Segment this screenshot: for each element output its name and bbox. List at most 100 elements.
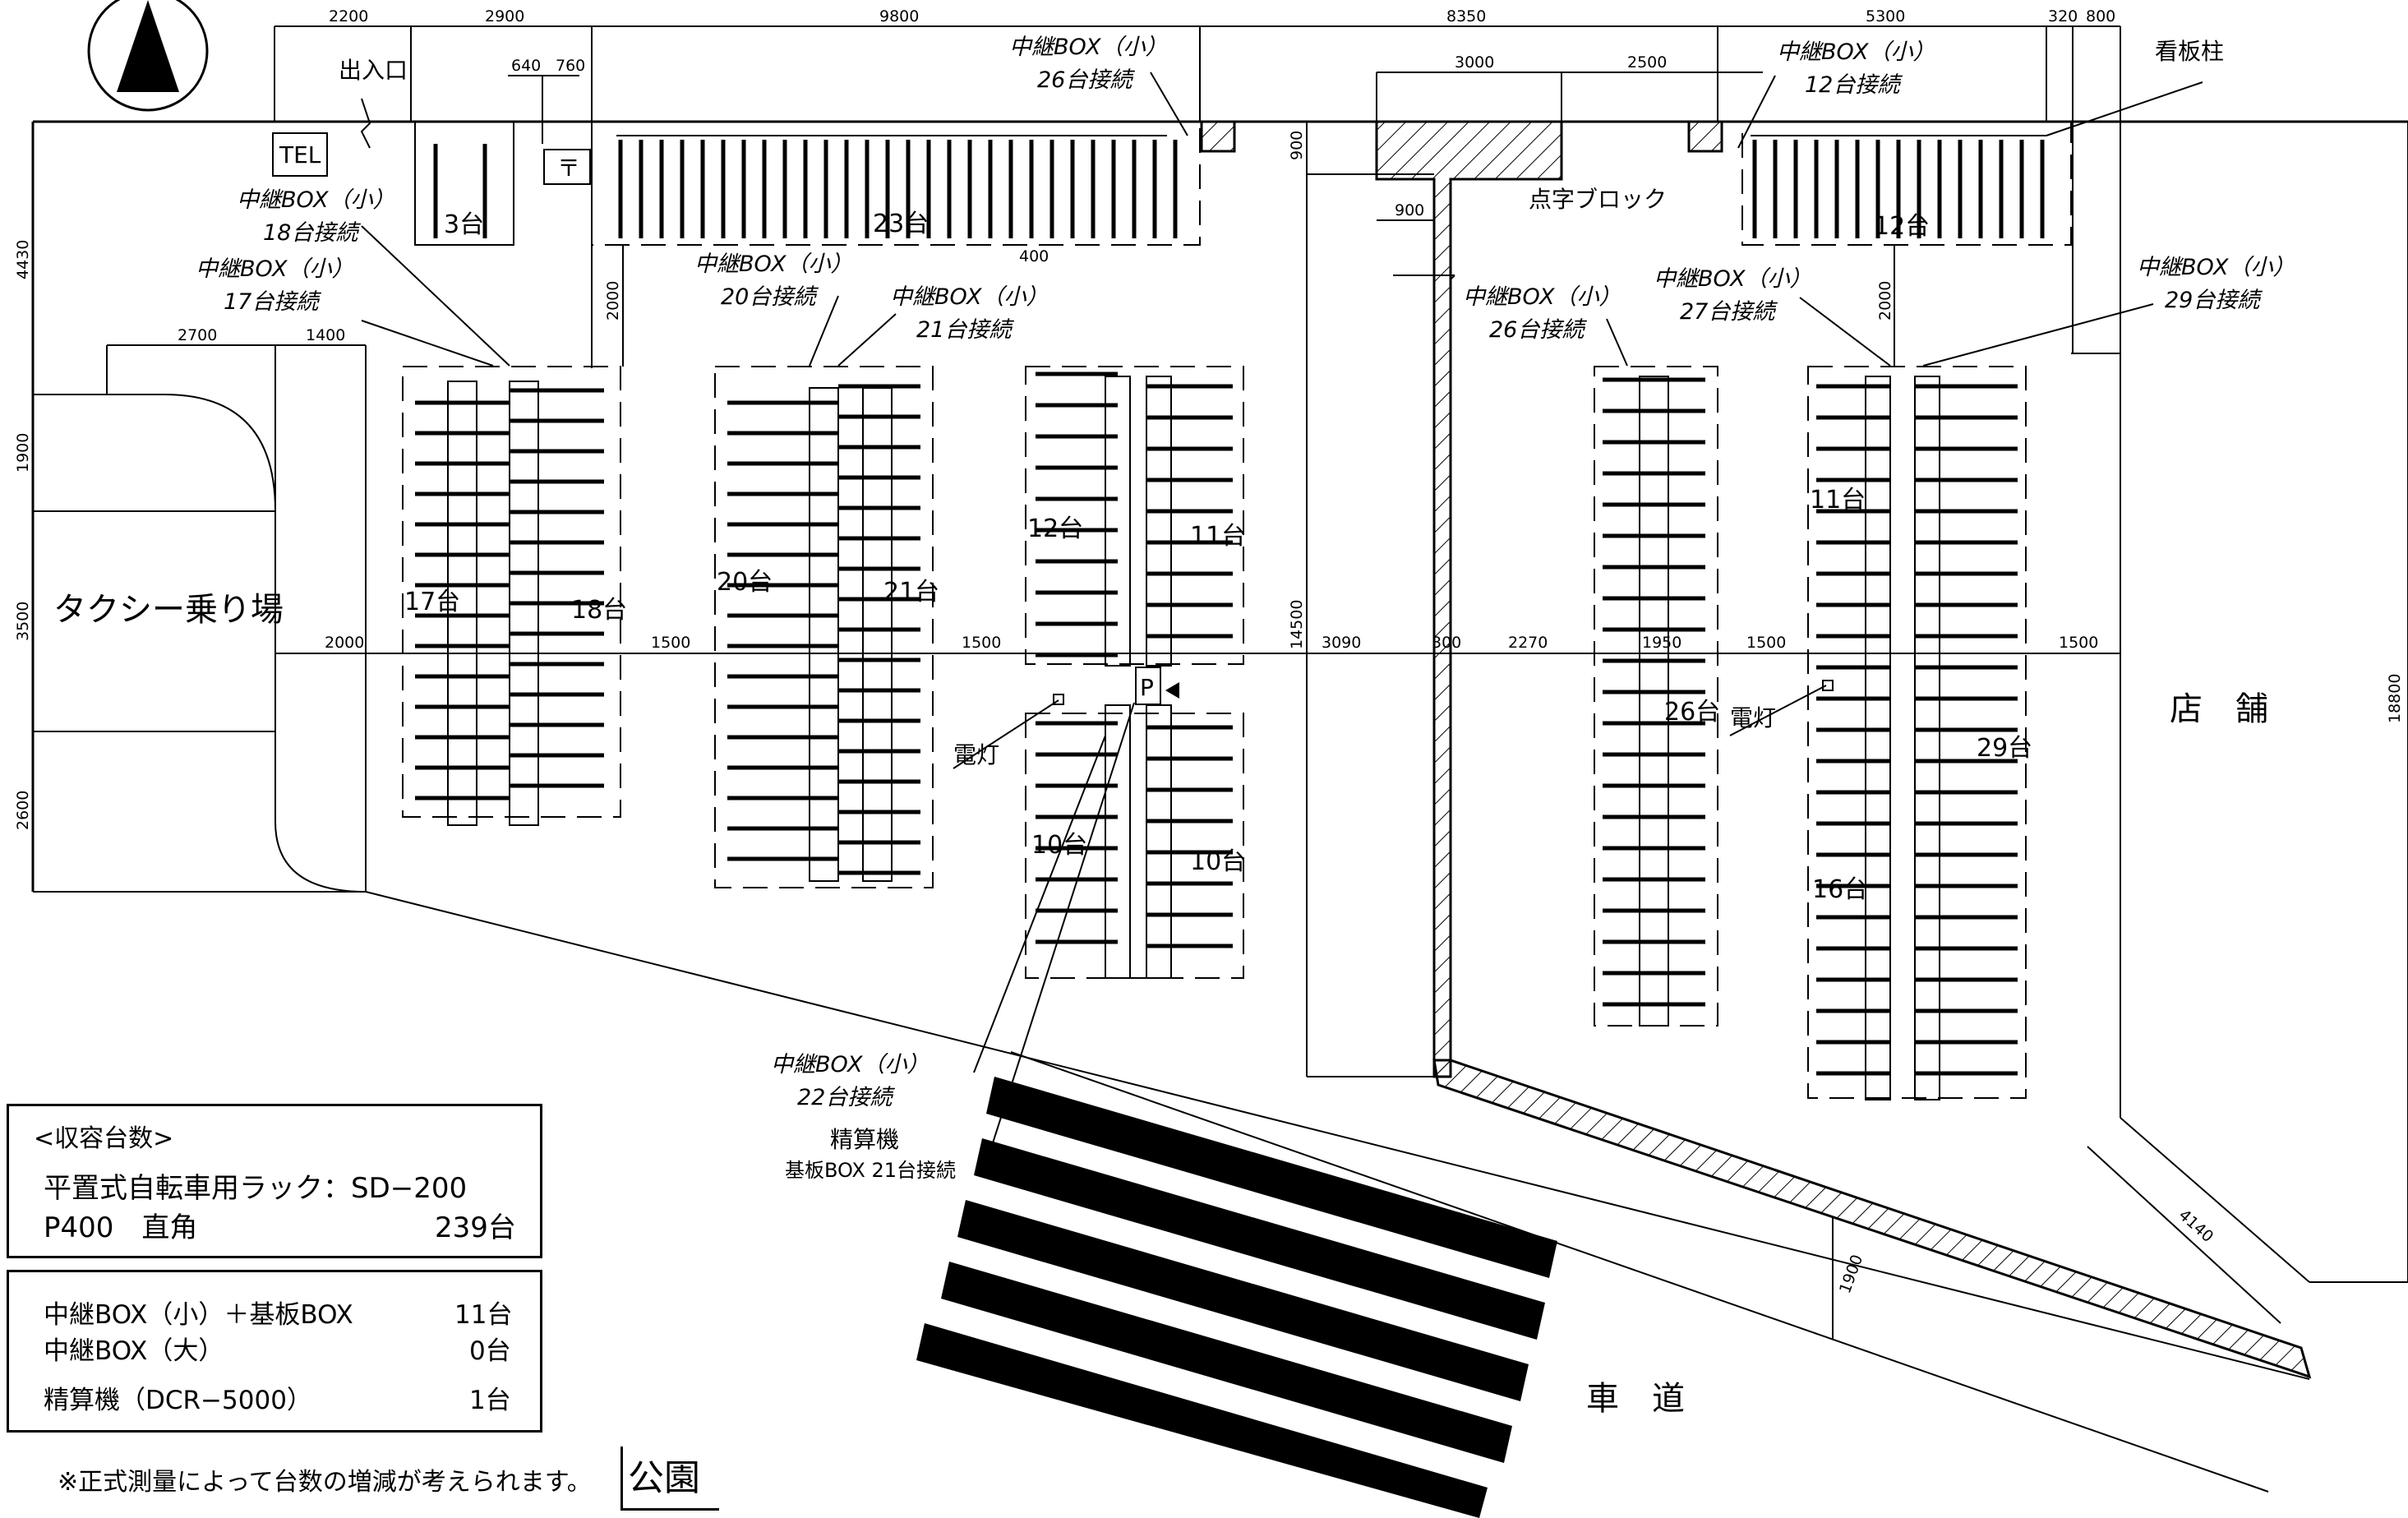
count-21: 21台 <box>883 578 939 607</box>
dim-row-2270: 2270 <box>1508 634 1548 652</box>
relay-18-line1: 中継BOX（小） <box>237 187 395 213</box>
rack-pitch: P400 直角 <box>44 1211 198 1244</box>
dim-row-2000: 2000 <box>325 634 364 652</box>
count-11: 11台 <box>1190 522 1246 551</box>
relay-21-line2: 21台接続 <box>916 317 1014 343</box>
dim-1400: 1400 <box>306 326 345 344</box>
dim-4140: 4140 <box>2175 1206 2217 1246</box>
dim-row-1500a: 1500 <box>651 634 690 652</box>
road-label: 車 道 <box>1586 1380 1685 1418</box>
dim-top-8350: 8350 <box>1446 7 1486 25</box>
count-10b: 10台 <box>1190 847 1246 876</box>
store-label: 店 舗 <box>2170 690 2268 728</box>
equipment-pay-machine-qty: 1台 <box>469 1386 511 1415</box>
count-12-top: 12台 <box>1874 212 1930 241</box>
count-3: 3台 <box>444 210 484 239</box>
dim-400: 400 <box>1019 247 1049 265</box>
dim-row-1950: 1950 <box>1642 634 1681 652</box>
equipment-relay-large-name: 中継BOX（大） <box>44 1336 224 1366</box>
taxi-stand-label: タクシー乗り場 <box>53 591 284 629</box>
relay-26-line1: 中継BOX（小） <box>1463 284 1621 310</box>
light-label-1: 電灯 <box>953 741 999 768</box>
count-12: 12台 <box>1027 514 1083 543</box>
tel-label: TEL <box>279 141 321 168</box>
relay-22-line2: 22台接続 <box>797 1085 895 1110</box>
count-17: 17台 <box>404 588 460 616</box>
dim-row-3090: 3090 <box>1322 634 1361 652</box>
dim-left-3500: 3500 <box>14 602 32 641</box>
equipment-box: 中継BOX（小）＋基板BOX 11台 中継BOX（大） 0台 精算機（DCR−5… <box>7 1270 542 1433</box>
dim-row-1500b: 1500 <box>962 634 1001 652</box>
entrance-label: 出入口 <box>339 57 408 84</box>
relay-18-line2: 18台接続 <box>263 220 361 246</box>
count-18: 18台 <box>571 596 627 625</box>
relay-17-line2: 17台接続 <box>224 289 321 315</box>
count-20: 20台 <box>717 568 773 597</box>
dim-14500: 14500 <box>1288 600 1306 649</box>
dim-top-3000: 3000 <box>1455 53 1494 72</box>
post-mark: 〒 <box>557 155 580 182</box>
dim-top-9800: 9800 <box>879 7 919 25</box>
dim-top-800: 800 <box>2086 7 2115 25</box>
relay-22-line1: 中継BOX（小） <box>771 1052 930 1077</box>
relay-17-line1: 中継BOX（小） <box>196 256 354 282</box>
signpost-label: 看板柱 <box>2155 38 2224 65</box>
relay-26top-line1: 中継BOX（小） <box>1009 35 1168 60</box>
capacity-box: <収容台数> 平置式自転車用ラック：SD−200 P400 直角 239台 <box>7 1104 542 1258</box>
park-marker <box>620 1446 719 1511</box>
dim-top-320: 320 <box>2048 7 2078 25</box>
equipment-pay-machine-name: 精算機（DCR−5000） <box>44 1386 312 1415</box>
dim-row-300: 300 <box>1432 634 1461 652</box>
count-29: 29台 <box>1977 734 2032 763</box>
dim-left-4430: 4430 <box>14 240 32 279</box>
dim-top-640: 640 <box>511 57 541 75</box>
equipment-relay-large-qty: 0台 <box>469 1336 511 1366</box>
dim-2000-right: 2000 <box>1876 281 1894 321</box>
relay-20-line2: 20台接続 <box>721 284 819 310</box>
count-11r: 11台 <box>1810 486 1866 514</box>
pay-machine-label: 精算機 <box>830 1126 899 1153</box>
park-label: 公園 <box>628 1457 700 1499</box>
capacity-title: <収容台数> <box>34 1124 174 1153</box>
dim-top-2200: 2200 <box>329 7 368 25</box>
survey-footnote: ※正式測量によって台数の増減が考えられます。 <box>58 1468 592 1497</box>
relay-12-line2: 12台接続 <box>1805 72 1903 98</box>
equipment-relay-small-qty: 11台 <box>454 1300 513 1330</box>
dim-2700: 2700 <box>178 326 217 344</box>
relay-27-line2: 27台接続 <box>1680 299 1778 325</box>
dim-900-vert: 900 <box>1288 131 1306 160</box>
dim-1900-road: 1900 <box>1836 1253 1866 1296</box>
dim-row-1500d: 1500 <box>2059 634 2098 652</box>
p-sign: P <box>1140 674 1154 701</box>
light-label-2: 電灯 <box>1730 704 1776 731</box>
capacity-total: 239台 <box>435 1211 516 1244</box>
relay-29-line1: 中継BOX（小） <box>2137 255 2295 280</box>
count-26: 26台 <box>1664 698 1720 727</box>
relay-27-line1: 中継BOX（小） <box>1654 266 1812 292</box>
relay-12-line1: 中継BOX（小） <box>1777 39 1935 65</box>
dim-2000-left: 2000 <box>604 281 622 321</box>
relay-26top-line2: 26台接続 <box>1037 67 1135 93</box>
dim-left-1900: 1900 <box>14 433 32 473</box>
pay-machine-sub: 基板BOX 21台接続 <box>785 1159 956 1182</box>
rack-model: 平置式自転車用ラック：SD−200 <box>44 1172 468 1205</box>
relay-21-line1: 中継BOX（小） <box>890 284 1049 310</box>
count-10a: 10台 <box>1031 831 1087 860</box>
count-16: 16台 <box>1812 875 1868 904</box>
dim-900-horiz: 900 <box>1395 201 1424 219</box>
north-arrow-icon <box>87 0 209 112</box>
dim-top-760: 760 <box>556 57 585 75</box>
relay-29-line2: 29台接続 <box>2165 288 2263 313</box>
braille-block-label: 点字ブロック <box>1529 186 1667 213</box>
dim-top-2500: 2500 <box>1627 53 1667 72</box>
count-23: 23台 <box>873 210 929 238</box>
dim-top-5300: 5300 <box>1866 7 1905 25</box>
dim-left-2600: 2600 <box>14 791 32 830</box>
equipment-relay-small-name: 中継BOX（小）＋基板BOX <box>44 1300 353 1330</box>
relay-26-line2: 26台接続 <box>1489 317 1587 343</box>
relay-20-line1: 中継BOX（小） <box>694 251 853 277</box>
dim-top-2900: 2900 <box>485 7 524 25</box>
dim-row-1500c: 1500 <box>1746 634 1786 652</box>
dim-18800: 18800 <box>2386 674 2404 723</box>
